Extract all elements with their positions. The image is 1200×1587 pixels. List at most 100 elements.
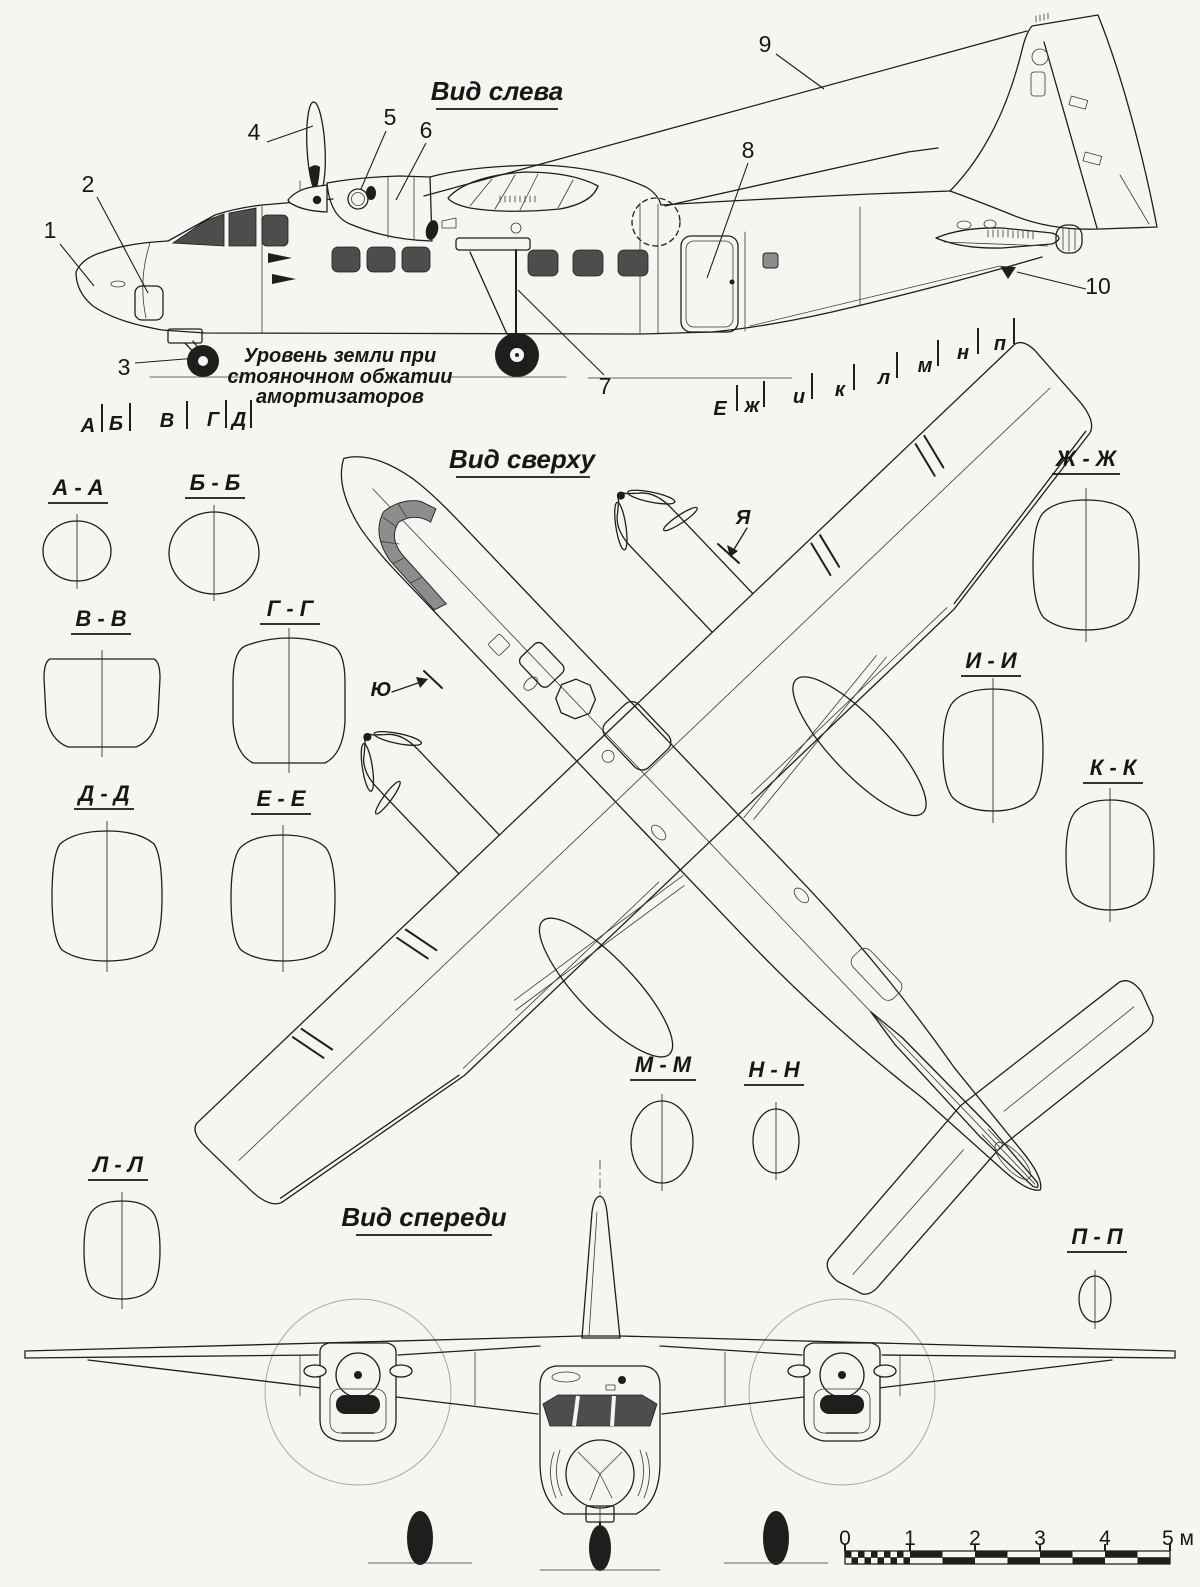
svg-text:М - М: М - М (635, 1052, 692, 1077)
svg-text:6: 6 (420, 117, 433, 143)
front-nacelle-left (303, 1342, 413, 1442)
svg-text:Г: Г (207, 409, 221, 431)
svg-text:10: 10 (1085, 273, 1111, 299)
svg-text:7: 7 (599, 373, 612, 399)
section-v-v: В - В (43, 606, 161, 757)
stab-hatch-detail (987, 229, 1034, 240)
front-view-title: Вид спереди (341, 1202, 506, 1232)
rear-door (680, 235, 779, 333)
svg-text:9: 9 (759, 31, 772, 57)
section-l-l: Л - Л (83, 1152, 161, 1309)
callouts: 1 2 3 4 5 6 7 (44, 31, 1111, 399)
svg-text:Е - Е: Е - Е (257, 786, 307, 811)
prop-disc-left (264, 1298, 452, 1486)
tail-bumper (1000, 266, 1016, 279)
top-view-title: Вид сверху (449, 444, 597, 474)
front-nacelle-right (787, 1342, 897, 1442)
svg-text:Л - Л: Л - Л (91, 1152, 144, 1177)
vertical-tail (949, 12, 1158, 230)
callout-9: 9 (759, 31, 825, 90)
station-letters-left: А Б В Г Д (80, 400, 252, 437)
svg-text:А: А (80, 415, 95, 437)
section-k-k: К - К (1065, 755, 1155, 922)
svg-text:0: 0 (839, 1527, 851, 1550)
front-view: Вид спереди (24, 1159, 1176, 1571)
svg-text:3: 3 (1034, 1527, 1046, 1550)
svg-text:П - П: П - П (1071, 1224, 1123, 1249)
svg-text:Ж - Ж: Ж - Ж (1055, 446, 1118, 471)
svg-text:5: 5 (384, 104, 397, 130)
fin-beacon-icon (1035, 12, 1049, 23)
svg-text:2: 2 (969, 1527, 981, 1550)
ground-note-line3: амортизаторов (256, 386, 424, 408)
svg-text:п: п (994, 333, 1006, 355)
section-d-d: Д - Д (51, 781, 163, 972)
section-i-i: И - И (942, 648, 1044, 823)
callout-5: 5 (360, 104, 397, 190)
station-letters-right: Е ж и к л м н п (713, 318, 1015, 420)
svg-text:Н - Н: Н - Н (748, 1057, 800, 1082)
callout-8: 8 (706, 137, 755, 279)
section-p-p: П - П (1067, 1224, 1127, 1329)
svg-text:В: В (160, 410, 174, 432)
side-cabin-windows (331, 246, 649, 277)
svg-text:8: 8 (742, 137, 755, 163)
ground-note-line2: стояночном обжатии (228, 366, 453, 388)
svg-text:4: 4 (1099, 1527, 1111, 1550)
section-n-n: Н - Н (744, 1057, 804, 1180)
callout-1: 1 (44, 217, 95, 287)
main-gear (455, 237, 539, 377)
svg-text:1: 1 (44, 217, 57, 243)
section-g-g: Г - Г (232, 596, 346, 773)
section-e-e: Е - Е (230, 786, 336, 972)
callout-7: 7 (517, 289, 612, 399)
section-b-b: Б - Б (168, 470, 260, 601)
svg-text:А - А: А - А (51, 475, 103, 500)
svg-text:Я: Я (735, 507, 751, 529)
side-fuselage (75, 190, 1043, 335)
cross-sections: А - А Б - Б В - В Г - Г Д - Д (42, 446, 1155, 1329)
front-ground-lines (367, 1562, 829, 1571)
corrugation-detail (499, 195, 536, 203)
svg-text:и: и (793, 386, 805, 408)
section-zh-zh: Ж - Ж (1032, 446, 1140, 642)
svg-text:Б: Б (109, 413, 123, 435)
front-fin (581, 1195, 621, 1339)
nose-gear (167, 328, 219, 377)
svg-text:4: 4 (248, 119, 261, 145)
svg-text:1: 1 (904, 1527, 916, 1550)
front-fuselage (539, 1365, 661, 1543)
svg-text:м: м (918, 355, 933, 377)
svg-text:Ю: Ю (371, 679, 392, 701)
side-engine-nacelle (287, 101, 439, 242)
ground-note-line1: Уровень земли при (244, 345, 436, 367)
callout-6: 6 (395, 117, 433, 201)
svg-text:Д: Д (230, 409, 246, 431)
svg-text:К - К: К - К (1090, 755, 1138, 780)
section-a-a: А - А (42, 475, 112, 589)
front-wheels (407, 1511, 789, 1571)
callout-10: 10 (1016, 271, 1111, 299)
side-view: Вид слева (44, 12, 1158, 437)
svg-text:2: 2 (82, 171, 95, 197)
marker-yu: Ю (371, 670, 443, 701)
ground-note: Уровень земли при стояночном обжатии амо… (228, 345, 453, 408)
section-m-m: М - М (630, 1052, 696, 1191)
svg-text:Г - Г: Г - Г (267, 596, 315, 621)
side-cockpit-windows (171, 207, 289, 247)
svg-text:л: л (877, 367, 891, 389)
marker-ya: Я (717, 507, 751, 564)
svg-text:ж: ж (744, 395, 761, 417)
top-view-aircraft (194, 341, 1154, 1295)
scale-bar: 0 1 2 3 4 5 м (839, 1527, 1194, 1565)
svg-text:Б - Б: Б - Б (190, 470, 241, 495)
svg-text:В - В: В - В (75, 606, 126, 631)
svg-text:Д - Д: Д - Д (76, 781, 129, 806)
ground-line (149, 376, 793, 379)
wing-station-ticks (291, 434, 945, 1059)
svg-text:3: 3 (118, 354, 131, 380)
callout-3: 3 (118, 354, 198, 380)
svg-text:н: н (957, 342, 969, 364)
